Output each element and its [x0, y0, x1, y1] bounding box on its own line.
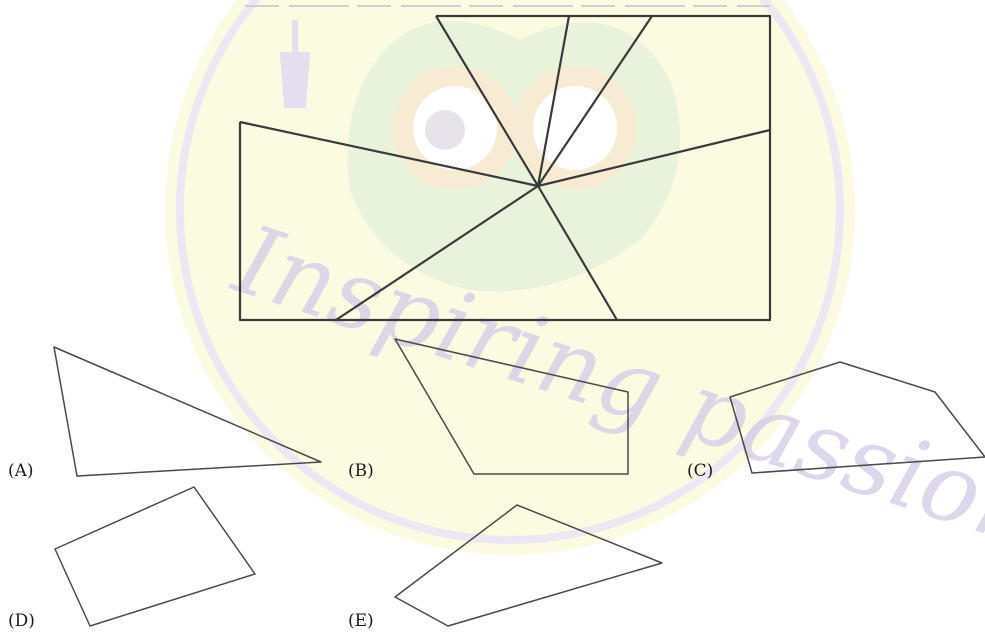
option-a-label: (A)	[8, 461, 34, 481]
option-b-piece	[394, 338, 629, 475]
cut-line-7	[537, 185, 618, 321]
cut-line-2	[536, 15, 571, 187]
watermark-owl-eye-right-inner	[533, 86, 617, 170]
option-c-label: (C)	[687, 461, 713, 481]
cut-line-5	[239, 120, 539, 188]
main-shape	[238, 14, 772, 322]
main-shape-outline	[238, 14, 772, 322]
option-b-label: (B)	[348, 461, 374, 481]
watermark-ring	[176, 0, 844, 544]
cut-line-4	[537, 128, 771, 188]
watermark-key-icon	[279, 20, 311, 108]
option-d-piece	[54, 486, 256, 627]
cut-line-3	[537, 15, 653, 187]
option-c-piece	[729, 361, 985, 474]
option-e-piece	[394, 504, 663, 627]
watermark-owl-pupil	[425, 110, 465, 150]
option-d-label: (D)	[8, 611, 35, 631]
option-a-piece	[53, 346, 322, 477]
option-e-label: (E)	[348, 611, 374, 631]
cut-line-1	[435, 15, 539, 187]
cut-line-6	[335, 185, 539, 321]
